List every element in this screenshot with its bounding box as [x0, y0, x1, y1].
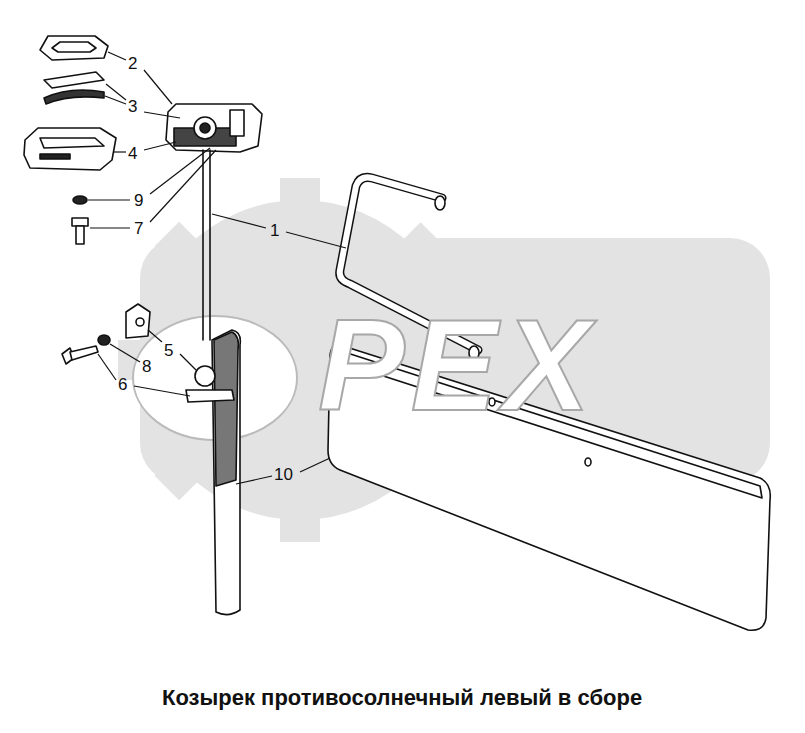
leader-line: [180, 354, 196, 370]
leader-line: [110, 344, 140, 362]
housing-recess: [40, 138, 104, 148]
leader-line: [144, 112, 180, 118]
screw-shank: [76, 226, 84, 244]
leader-line: [90, 227, 130, 228]
leader-line: [300, 458, 330, 472]
bracket-assembly: [166, 104, 262, 152]
clip-hole: [136, 318, 144, 326]
callout-number: 2: [128, 55, 137, 72]
callout-number: 3: [128, 98, 137, 115]
visor-section: [214, 332, 238, 486]
leader-line: [114, 151, 126, 152]
leader-line: [134, 386, 190, 396]
strip: [44, 90, 104, 104]
bracket-insert: [230, 110, 244, 136]
rod: [202, 150, 204, 340]
screw-shank: [70, 346, 98, 360]
clip: [126, 304, 150, 338]
callout-number: 9: [134, 192, 143, 209]
leader-line: [148, 330, 162, 342]
screw-head: [72, 218, 88, 226]
leader-line: [286, 232, 346, 248]
strip: [44, 72, 104, 88]
leader-line: [88, 199, 130, 200]
top-clip: [40, 36, 108, 60]
housing: [24, 128, 116, 170]
washer: [73, 196, 87, 204]
clamp: [186, 390, 234, 402]
leader-line: [236, 476, 272, 484]
callout-number: 1: [270, 222, 279, 239]
callout-number: 8: [142, 358, 151, 375]
leader-line: [150, 148, 210, 194]
housing-slot: [40, 154, 70, 159]
ball-center: [200, 123, 210, 133]
caption: Козырек противосолнечный левый в сборе: [162, 686, 642, 710]
callout-number: 7: [134, 220, 143, 237]
clamp-ring: [195, 366, 215, 386]
leader-line: [98, 354, 116, 380]
rod-end: [435, 196, 445, 210]
leader-line: [212, 214, 266, 228]
rod: [209, 150, 211, 340]
leader-line: [105, 96, 126, 104]
top-clip-slot: [52, 42, 96, 52]
callout-number: 4: [128, 145, 137, 162]
callout-number: 10: [274, 466, 293, 483]
leader-line: [144, 142, 176, 150]
washer: [98, 335, 110, 345]
leader-line: [150, 150, 216, 222]
callout-number: 5: [164, 342, 173, 359]
leader-line: [144, 70, 172, 104]
leader-lines: [88, 52, 346, 484]
leader-line: [108, 52, 126, 60]
callout-number: 6: [118, 376, 127, 393]
ball-joint: [194, 117, 216, 139]
visor-edge: [212, 330, 240, 615]
visor-hole: [585, 458, 591, 466]
watermark-text: PEX: [318, 300, 596, 430]
